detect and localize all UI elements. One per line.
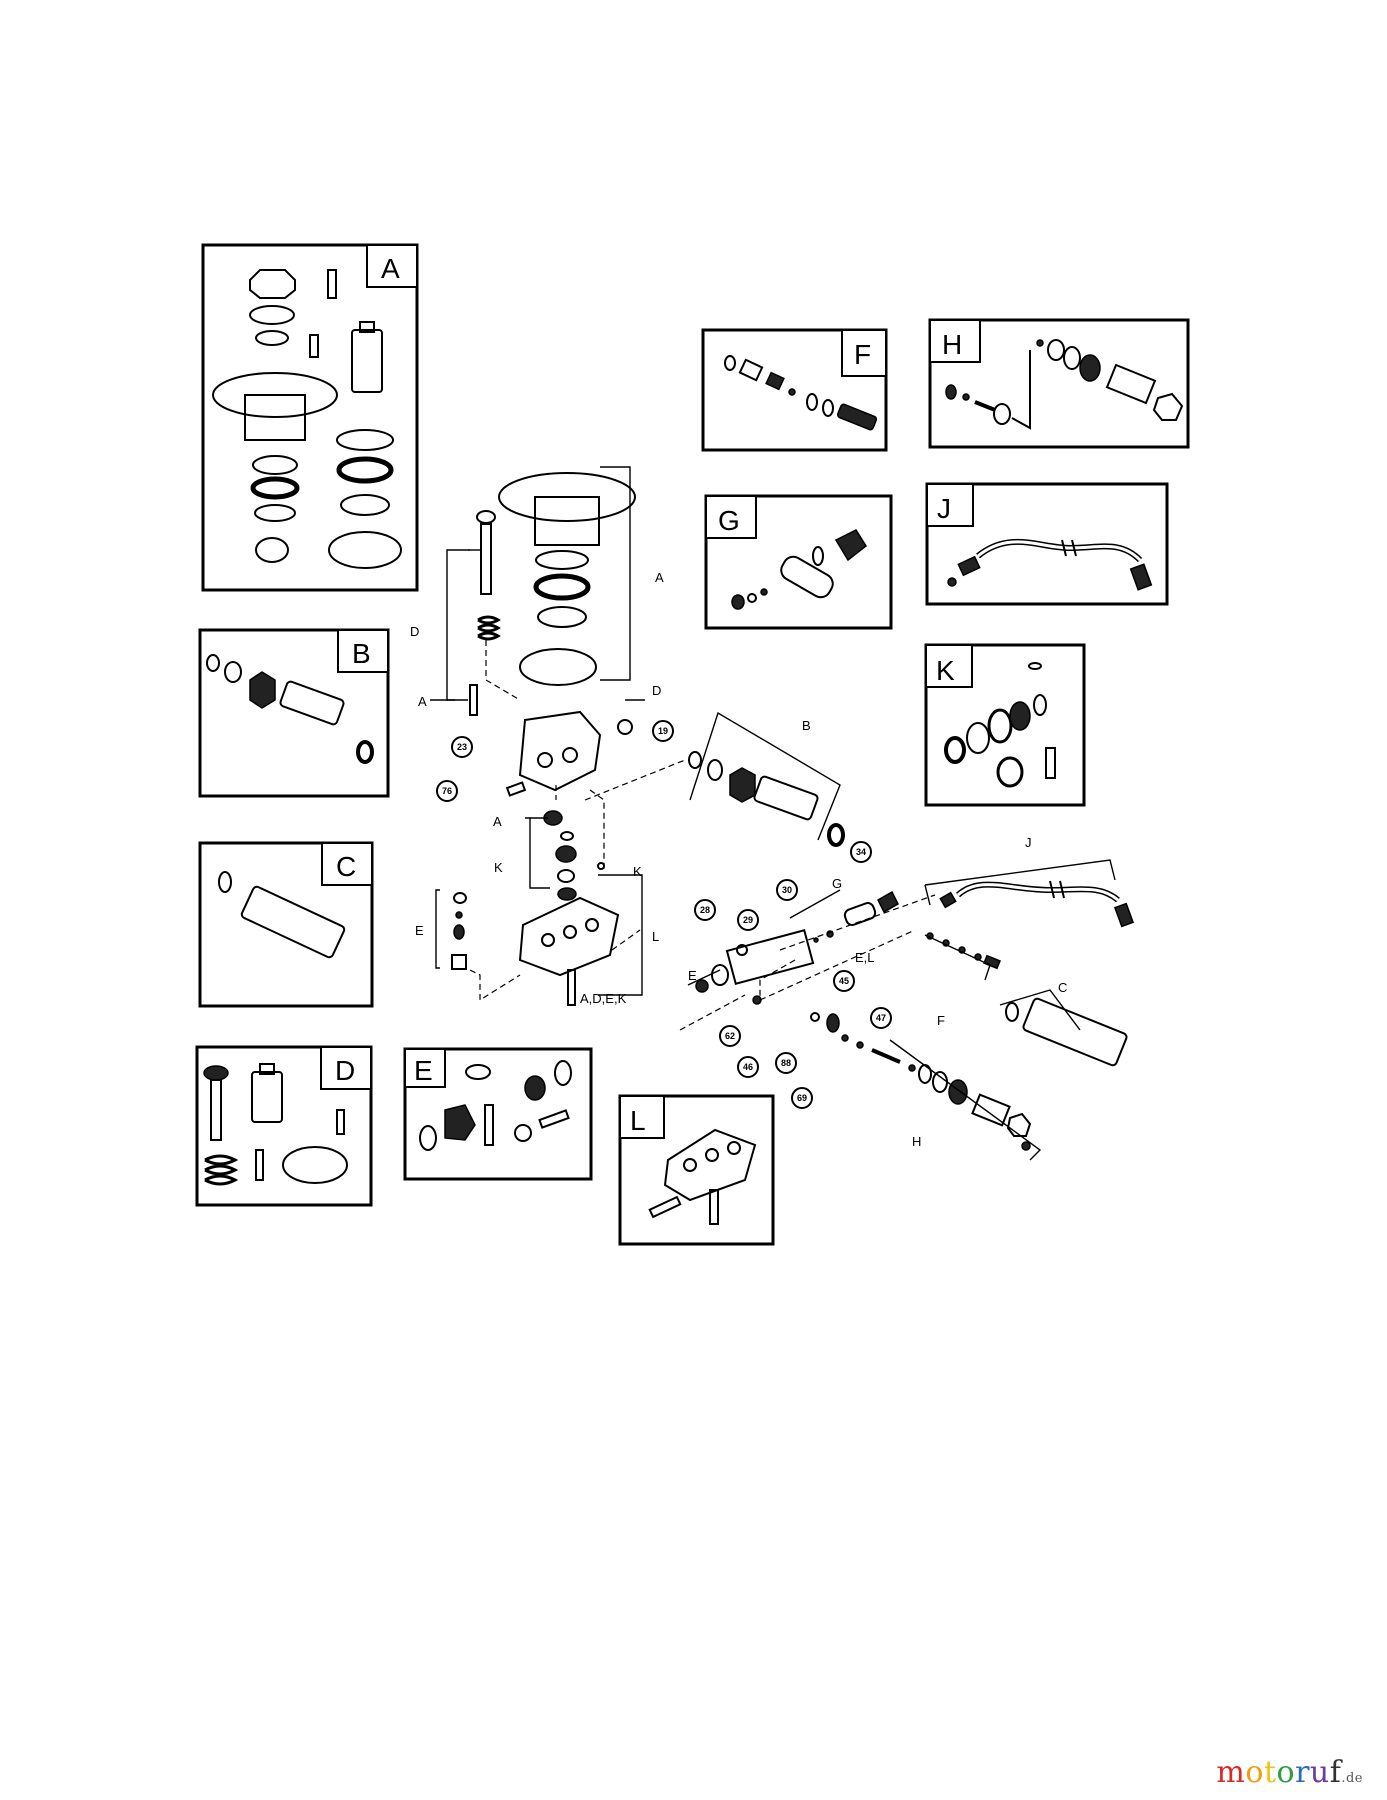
group-label-l: L bbox=[652, 929, 659, 944]
group-label-k-right: K bbox=[633, 864, 642, 879]
kit-box-h: H bbox=[928, 318, 1190, 449]
leader-lines bbox=[469, 640, 936, 1031]
svg-text:23: 23 bbox=[457, 742, 467, 752]
svg-text:29: 29 bbox=[743, 915, 753, 925]
brand-letter: o bbox=[1245, 1755, 1264, 1790]
group-label-b: B bbox=[802, 718, 811, 733]
callout-19: 19 bbox=[652, 720, 674, 742]
brand-watermark: motoruf.de bbox=[1216, 1755, 1363, 1790]
callouts: 23 19 76 34 30 29 28 45 bbox=[436, 720, 892, 1109]
kit-box-c: C bbox=[198, 841, 374, 1008]
svg-text:46: 46 bbox=[743, 1062, 753, 1072]
svg-text:47: 47 bbox=[876, 1013, 886, 1023]
brand-letter: o bbox=[1276, 1755, 1296, 1790]
brand-letter: r bbox=[1295, 1755, 1310, 1790]
kit-box-l: L bbox=[618, 1094, 775, 1246]
callout-62: 62 bbox=[719, 1025, 741, 1047]
group-brackets bbox=[430, 466, 1116, 1161]
group-label-e-right: E bbox=[688, 968, 697, 983]
kit-label-j: J bbox=[937, 493, 951, 524]
svg-text:30: 30 bbox=[782, 885, 792, 895]
group-label-a-right: A bbox=[655, 570, 664, 585]
kit-box-b: B bbox=[198, 628, 390, 798]
callout-47: 47 bbox=[870, 1007, 892, 1029]
callout-28: 28 bbox=[694, 899, 716, 921]
group-label-j: J bbox=[1025, 835, 1032, 850]
kit-label-e: E bbox=[414, 1055, 433, 1086]
group-label-a-left: A bbox=[418, 694, 427, 709]
group-label-d-right: D bbox=[652, 683, 661, 698]
kit-box-d: D bbox=[195, 1045, 373, 1207]
group-labels: D A D A B A K K E L A,D,E,K G E,L E J C … bbox=[410, 570, 1067, 1149]
svg-text:19: 19 bbox=[658, 726, 668, 736]
kit-label-g: G bbox=[718, 505, 740, 536]
kit-label-f: F bbox=[854, 339, 871, 370]
group-label-c: C bbox=[1058, 980, 1067, 995]
svg-text:88: 88 bbox=[781, 1058, 791, 1068]
group-label-d-left: D bbox=[410, 624, 419, 639]
svg-text:76: 76 bbox=[442, 786, 452, 796]
kit-label-c: C bbox=[336, 851, 356, 882]
group-label-k-left: K bbox=[494, 860, 503, 875]
callout-29: 29 bbox=[737, 909, 759, 931]
brand-letter: u bbox=[1309, 1755, 1330, 1790]
brand-letter: t bbox=[1263, 1755, 1277, 1790]
brand-letter: m bbox=[1216, 1755, 1246, 1790]
callout-45: 45 bbox=[833, 970, 855, 992]
callout-46: 46 bbox=[737, 1056, 759, 1078]
kit-label-d: D bbox=[335, 1055, 355, 1086]
group-label-h: H bbox=[912, 1134, 921, 1149]
kit-box-f: F bbox=[701, 328, 888, 452]
kit-label-b: B bbox=[352, 638, 371, 669]
svg-text:45: 45 bbox=[839, 976, 849, 986]
group-label-f: F bbox=[937, 1013, 945, 1028]
brand-letter: f bbox=[1329, 1755, 1342, 1790]
callout-88: 88 bbox=[775, 1052, 797, 1074]
callout-69: 69 bbox=[791, 1087, 813, 1109]
callout-76: 76 bbox=[436, 780, 458, 802]
group-label-el: E,L bbox=[855, 950, 875, 965]
kit-label-k: K bbox=[936, 655, 955, 686]
svg-text:28: 28 bbox=[700, 905, 710, 915]
kit-label-a: A bbox=[381, 253, 400, 284]
kit-box-k: K bbox=[924, 643, 1086, 807]
kit-label-h: H bbox=[942, 329, 962, 360]
group-label-e-left: E bbox=[415, 923, 424, 938]
kit-label-l: L bbox=[630, 1105, 646, 1136]
svg-text:34: 34 bbox=[856, 847, 866, 857]
group-label-adek: A,D,E,K bbox=[580, 991, 627, 1006]
svg-text:62: 62 bbox=[725, 1031, 735, 1041]
group-label-g: G bbox=[832, 876, 842, 891]
kit-box-j: J bbox=[925, 482, 1169, 606]
brand-tld: .de bbox=[1341, 1771, 1363, 1786]
callout-34: 34 bbox=[850, 841, 872, 863]
group-label-a-valve: A bbox=[493, 814, 502, 829]
svg-text:69: 69 bbox=[797, 1093, 807, 1103]
callout-30: 30 bbox=[776, 879, 798, 901]
kit-box-a: A bbox=[201, 243, 419, 592]
kit-box-g: G bbox=[704, 494, 893, 630]
callout-23: 23 bbox=[451, 736, 473, 758]
kit-box-e: E bbox=[403, 1047, 593, 1181]
